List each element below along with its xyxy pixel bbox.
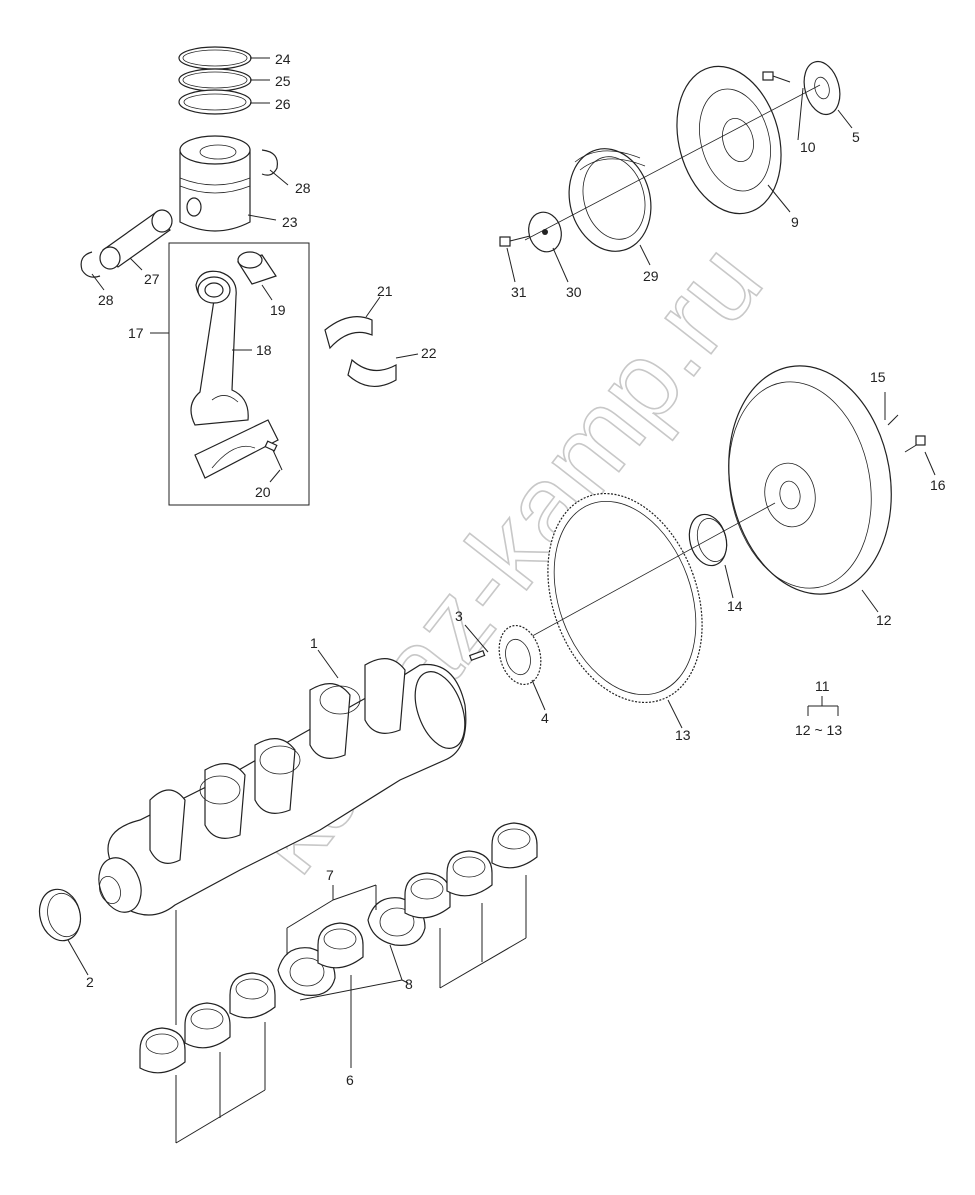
callout-26: 26 xyxy=(275,96,291,112)
callout-14: 14 xyxy=(727,598,743,614)
rod-bearing-lower xyxy=(347,358,397,387)
callout-28-left: 28 xyxy=(98,292,114,308)
callout-28-right: 28 xyxy=(295,180,311,196)
callout-11: 11 xyxy=(815,678,830,694)
flywheel-bolt xyxy=(904,435,926,453)
callout-12: 12 xyxy=(876,612,892,628)
callout-16: 16 xyxy=(930,477,946,493)
callout-25: 25 xyxy=(275,73,291,89)
callout-31: 31 xyxy=(511,284,527,300)
main-bearing-2 xyxy=(184,1002,231,1049)
main-bearing-thrust xyxy=(317,922,364,969)
damper-pulley xyxy=(676,65,782,215)
callout-12-13: 12 ~ 13 xyxy=(795,722,842,738)
rod-cap xyxy=(194,419,279,479)
callout-21: 21 xyxy=(377,283,393,299)
crank-gear xyxy=(498,624,542,686)
pulley-axis xyxy=(524,84,821,241)
flywheel-axis xyxy=(524,502,776,641)
rear-oil-seal xyxy=(38,888,82,942)
callout-24: 24 xyxy=(275,51,291,67)
callout-2: 2 xyxy=(86,974,94,990)
rod-bearing-upper xyxy=(324,316,373,350)
v-belt-pulley xyxy=(568,148,652,252)
piston-pin xyxy=(99,209,173,270)
piston-ring-second xyxy=(178,68,252,92)
crankshaft xyxy=(98,658,467,916)
connecting-rod-group-box xyxy=(168,242,310,506)
snap-ring-right xyxy=(261,149,279,176)
callout-17: 17 xyxy=(128,325,144,341)
hub-bolt xyxy=(499,235,531,247)
callout-13: 13 xyxy=(675,727,691,743)
callout-23: 23 xyxy=(282,214,298,230)
callout-1: 1 xyxy=(310,635,318,651)
flywheel-pin xyxy=(887,414,899,426)
piston-ring-oil xyxy=(178,89,252,115)
rod-bolt xyxy=(264,440,283,471)
connecting-rod xyxy=(190,270,249,426)
pulley-bolt xyxy=(762,71,791,83)
callout-4: 4 xyxy=(541,710,549,726)
main-bearing-6 xyxy=(446,850,493,897)
callout-8: 8 xyxy=(405,976,413,992)
callout-20: 20 xyxy=(255,484,271,500)
callout-10: 10 xyxy=(800,139,816,155)
callout-18: 18 xyxy=(256,342,272,358)
callout-7: 7 xyxy=(326,867,334,883)
callout-30: 30 xyxy=(566,284,582,300)
piston xyxy=(179,135,251,232)
main-bearing-1 xyxy=(139,1027,186,1074)
rod-bushing xyxy=(237,251,277,285)
flywheel xyxy=(728,365,892,595)
main-bearing-3 xyxy=(229,972,276,1019)
callout-9: 9 xyxy=(791,214,799,230)
gear-key xyxy=(468,649,486,661)
snap-ring-left xyxy=(80,251,101,278)
callout-29: 29 xyxy=(643,268,659,284)
leader-lines xyxy=(67,57,936,1144)
callout-15: 15 xyxy=(870,369,886,385)
callout-27: 27 xyxy=(144,271,160,287)
main-bearing-7 xyxy=(491,822,538,869)
callout-19: 19 xyxy=(270,302,286,318)
callout-3: 3 xyxy=(455,608,463,624)
callout-5: 5 xyxy=(852,129,860,145)
piston-ring-top xyxy=(178,46,252,70)
callout-labels: 24 25 26 28 23 27 28 19 17 18 20 21 22 1… xyxy=(86,51,946,1088)
callout-22: 22 xyxy=(421,345,437,361)
main-bearing-5 xyxy=(404,872,451,919)
hub-flange xyxy=(528,211,562,253)
pulley-plate xyxy=(803,60,841,116)
callout-6: 6 xyxy=(346,1072,354,1088)
